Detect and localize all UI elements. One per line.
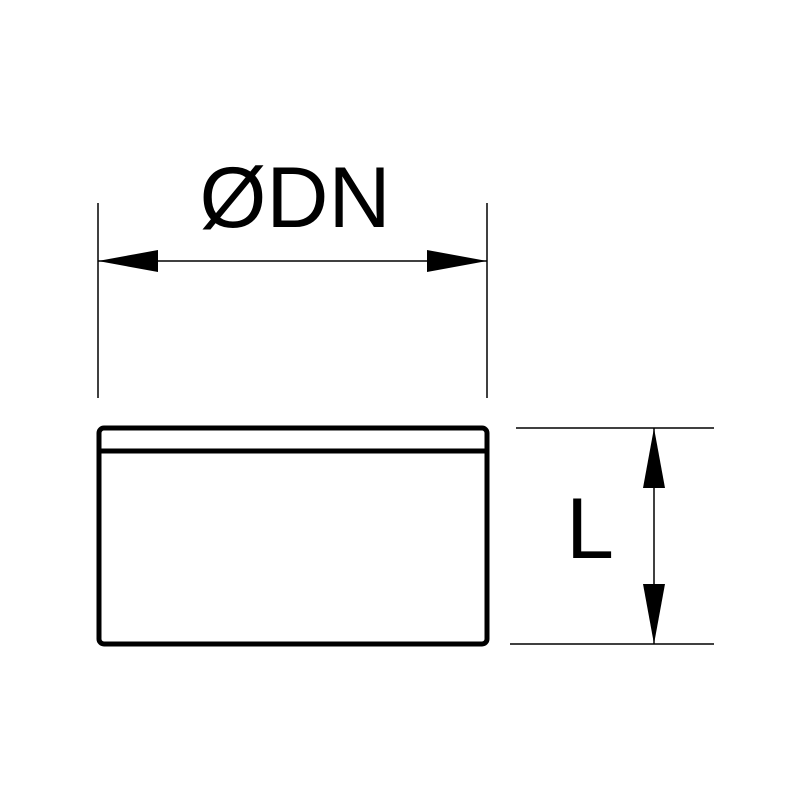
length-arrow-bottom [643,584,665,644]
diameter-arrow-left [98,250,158,272]
diameter-label: ØDN [199,150,390,246]
length-label: L [566,481,614,577]
length-arrow-top [643,428,665,488]
diameter-arrow-right [427,250,487,272]
cap-body [96,425,490,647]
